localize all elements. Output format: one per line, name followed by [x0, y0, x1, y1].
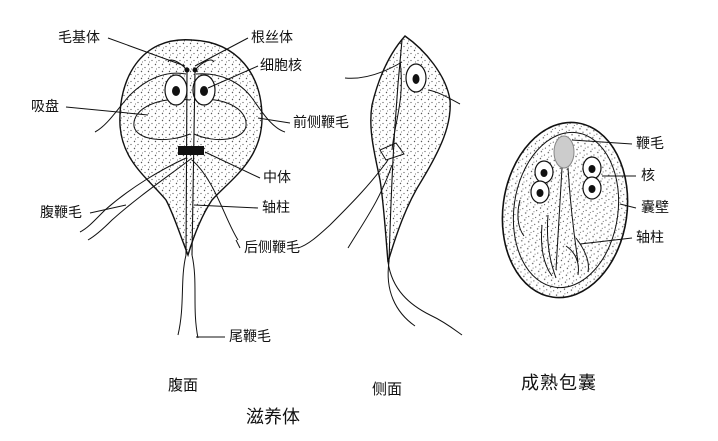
label-axostyle-trophozoite: 轴柱 — [262, 200, 290, 216]
sucking-disc-left — [133, 98, 191, 140]
cyst-figure — [501, 121, 629, 299]
median-body — [178, 146, 204, 155]
label-posterior-flagellum: 后侧鞭毛 — [244, 240, 300, 256]
label-rhizoplast: 根丝体 — [251, 30, 293, 46]
cyst-leaders — [571, 139, 637, 245]
label-caudal-flagellum: 尾鞭毛 — [229, 329, 271, 345]
label-cyst-wall: 囊壁 — [641, 200, 669, 216]
label-flagellum-cyst: 鞭毛 — [636, 136, 664, 152]
caption-ventral-view: 腹面 — [168, 376, 199, 394]
cyst-inner-wall — [512, 131, 620, 289]
label-basal-body: 毛基体 — [58, 30, 100, 46]
label-axostyle-cyst: 轴柱 — [636, 230, 664, 246]
label-anterior-flagellum: 前侧鞭毛 — [293, 115, 349, 131]
caption-side-view: 侧面 — [372, 380, 403, 398]
label-sucking-disc: 吸盘 — [31, 99, 59, 115]
label-ventral-flagellum: 腹鞭毛 — [40, 205, 82, 221]
caption-mature-cyst: 成熟包囊 — [521, 373, 597, 394]
axostyle-lines — [185, 71, 196, 256]
sucking-disc-right — [193, 98, 247, 140]
caption-trophozoite: 滋养体 — [246, 407, 300, 428]
label-nucleus-cyst: 核 — [641, 168, 655, 184]
ventral-view-figure — [79, 39, 286, 339]
side-view-figure — [297, 35, 463, 336]
label-nucleus-trophozoite: 细胞核 — [260, 58, 302, 74]
label-median-body: 中体 — [263, 170, 291, 186]
ventral-leaders — [65, 37, 291, 338]
